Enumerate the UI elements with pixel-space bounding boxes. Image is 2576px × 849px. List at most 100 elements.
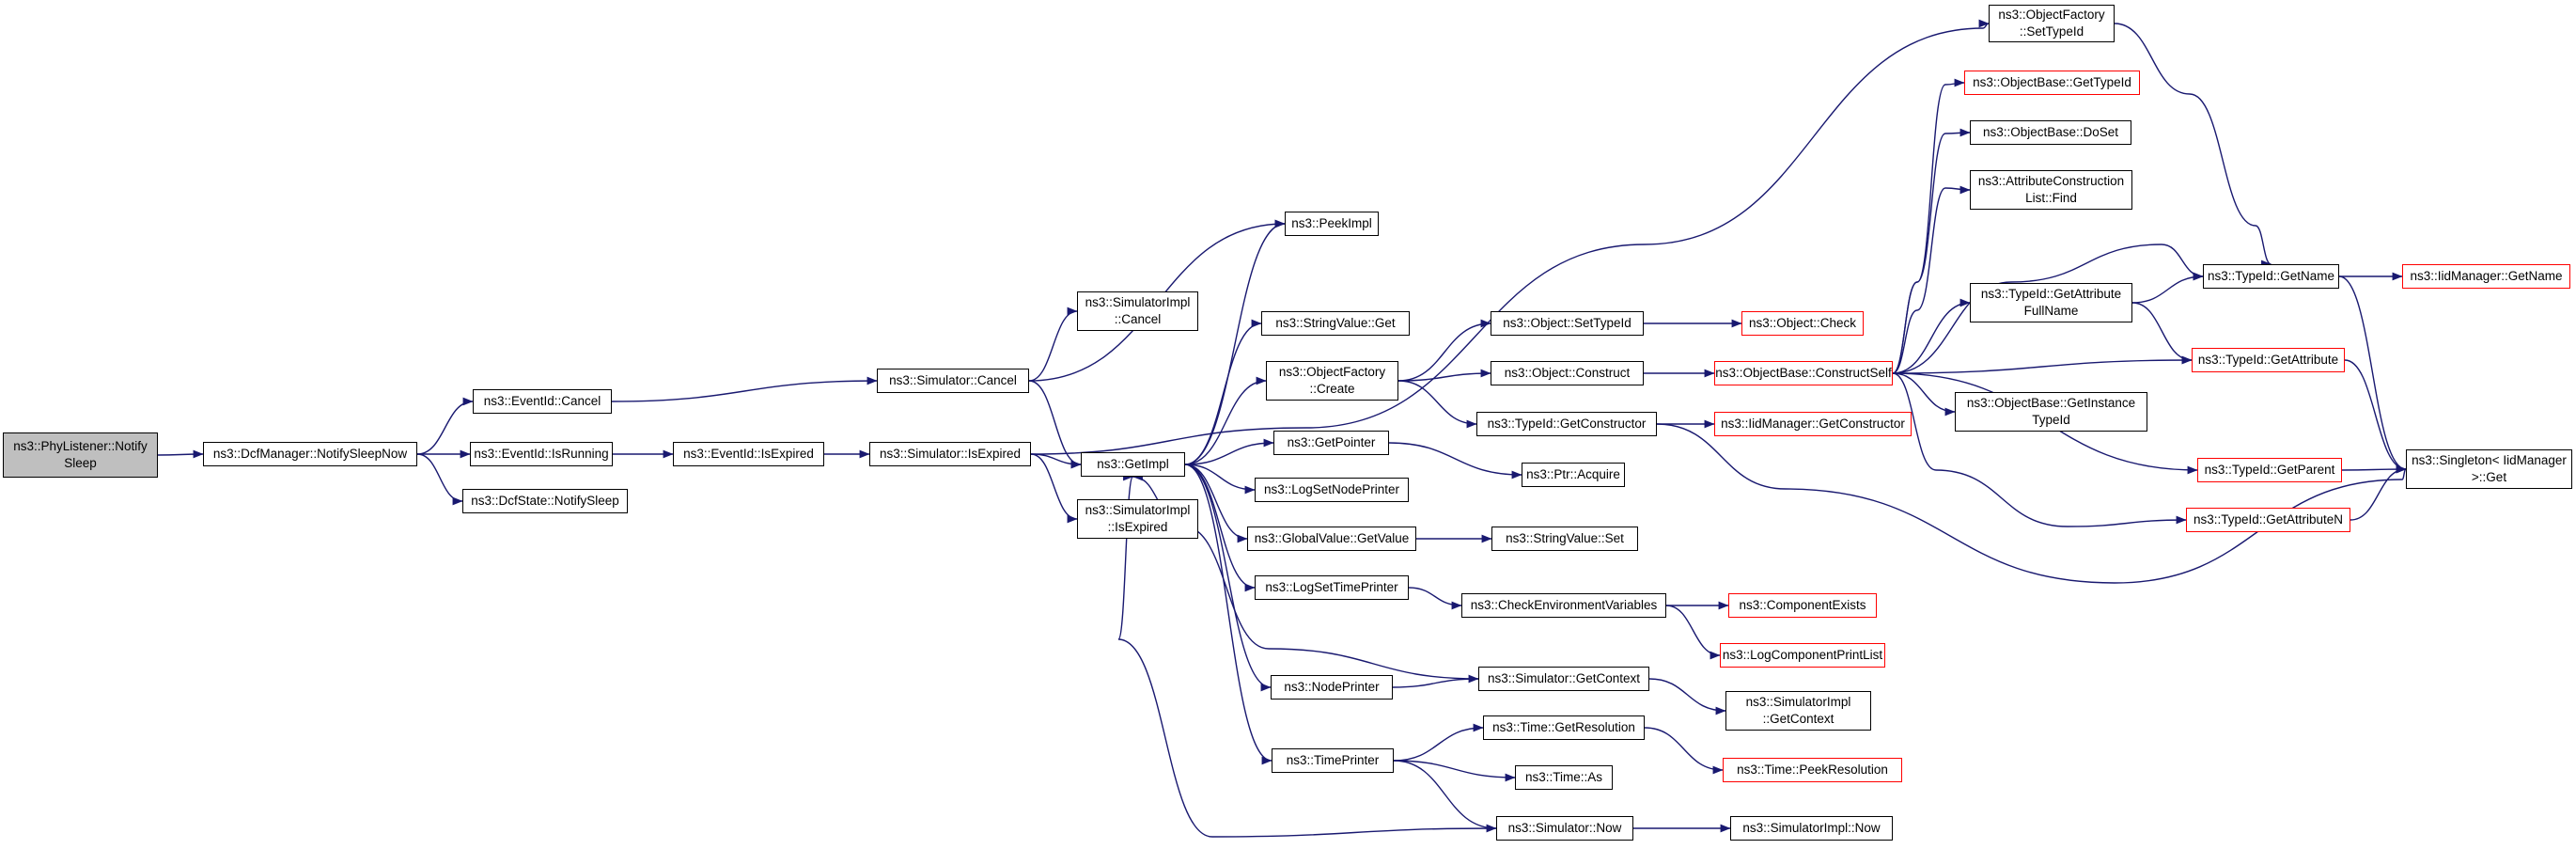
graph-node-n47[interactable]: ns3::TypeId::GetAttributeN xyxy=(2186,508,2350,532)
graph-node-n22[interactable]: ns3::TypeId::GetConstructor xyxy=(1476,412,1657,436)
graph-node-label-line: ns3::PhyListener::Notify xyxy=(13,439,148,454)
graph-edge-n1-n4 xyxy=(416,453,463,506)
graph-node-label-line: ns3::GetPointer xyxy=(1287,435,1376,450)
graph-node-label: ns3::Object::SetTypeId xyxy=(1503,315,1631,332)
graph-node-label-line: ns3::IidManager::GetConstructor xyxy=(1721,417,1905,432)
graph-node-label-line: ns3::DcfState::NotifySleep xyxy=(471,494,619,509)
graph-node-n30[interactable]: ns3::Object::Check xyxy=(1741,311,1864,336)
graph-node-n14[interactable]: ns3::GetPointer xyxy=(1273,431,1389,455)
graph-node-n29[interactable]: ns3::Simulator::Now xyxy=(1496,816,1633,841)
graph-edge-n42-n45 xyxy=(2131,302,2193,365)
graph-node-label-line: Sleep xyxy=(64,456,97,470)
graph-node-n16[interactable]: ns3::GlobalValue::GetValue xyxy=(1247,527,1416,551)
graph-node-n12[interactable]: ns3::StringValue::Get xyxy=(1261,311,1410,336)
graph-node-n5[interactable]: ns3::EventId::IsExpired xyxy=(673,442,824,466)
graph-edge-n46-n49 xyxy=(2341,464,2407,474)
graph-node-n15[interactable]: ns3::LogSetNodePrinter xyxy=(1255,478,1409,502)
graph-node-label-line: ns3::Simulator::Cancel xyxy=(889,373,1017,388)
graph-node-n26[interactable]: ns3::Simulator::GetContext xyxy=(1478,667,1649,691)
graph-node-n21[interactable]: ns3::Object::Construct xyxy=(1491,361,1644,385)
graph-node-label-line: ns3::NodePrinter xyxy=(1284,680,1380,695)
graph-edge-n31-n40 xyxy=(1892,128,1971,374)
graph-node-label: ns3::Simulator::IsExpired xyxy=(880,446,1021,463)
graph-edge-n6-n8 xyxy=(1028,307,1078,382)
graph-node-n33[interactable]: ns3::ComponentExists xyxy=(1728,593,1877,618)
graph-node-n44[interactable]: ns3::TypeId::GetName xyxy=(2203,264,2339,289)
graph-edge-n10-n13 xyxy=(1184,376,1267,465)
graph-node-n13[interactable]: ns3::ObjectFactory::Create xyxy=(1266,361,1398,401)
graph-edge-n10-n19 xyxy=(1184,464,1272,765)
graph-node-label-line: ::SetTypeId xyxy=(2019,24,2084,39)
graph-node-n23[interactable]: ns3::Ptr::Acquire xyxy=(1522,463,1625,487)
graph-node-label: ns3::Object::Check xyxy=(1749,315,1856,332)
graph-node-n35[interactable]: ns3::SimulatorImpl::GetContext xyxy=(1725,691,1871,731)
graph-node-n24[interactable]: ns3::StringValue::Set xyxy=(1491,527,1638,551)
graph-edge-n13-n20 xyxy=(1397,319,1491,382)
graph-node-n40[interactable]: ns3::ObjectBase::DoSet xyxy=(1970,120,2131,145)
graph-edge-n38-n44 xyxy=(2114,23,2272,269)
graph-node-label: ns3::SimulatorImpl::Cancel xyxy=(1085,294,1191,327)
graph-node-n32[interactable]: ns3::IidManager::GetConstructor xyxy=(1714,412,1912,436)
graph-node-n17[interactable]: ns3::LogSetTimePrinter xyxy=(1255,575,1409,600)
graph-node-label: ns3::TypeId::GetName xyxy=(2208,268,2334,285)
graph-node-label: ns3::LogSetNodePrinter xyxy=(1264,481,1399,498)
graph-edge-n22-n49 xyxy=(1656,423,2407,584)
graph-node-label-line: ns3::EventId::IsRunning xyxy=(474,447,609,462)
graph-node-label: ns3::SimulatorImpl::IsExpired xyxy=(1085,502,1191,535)
graph-node-label: ns3::LogSetTimePrinter xyxy=(1265,579,1397,596)
graph-node-label-line: ::Create xyxy=(1309,382,1355,396)
graph-node-label: ns3::ObjectBase::ConstructSelf xyxy=(1715,365,1892,382)
graph-node-n19[interactable]: ns3::TimePrinter xyxy=(1272,748,1394,773)
graph-node-n10[interactable]: ns3::GetImpl xyxy=(1081,452,1185,477)
graph-node-label: ns3::LogComponentPrintList xyxy=(1723,647,1882,664)
graph-node-n34[interactable]: ns3::LogComponentPrintList xyxy=(1720,643,1885,668)
graph-node-n31[interactable]: ns3::ObjectBase::ConstructSelf xyxy=(1714,361,1893,385)
graph-node-n36[interactable]: ns3::Time::PeekResolution xyxy=(1723,758,1902,782)
graph-edge-n14-n23 xyxy=(1388,442,1522,480)
graph-node-n38[interactable]: ns3::ObjectFactory::SetTypeId xyxy=(1989,5,2115,42)
graph-node-label-line: ns3::EventId::Cancel xyxy=(483,394,601,409)
graph-node-n1[interactable]: ns3::DcfManager::NotifySleepNow xyxy=(203,442,417,466)
graph-node-n6[interactable]: ns3::Simulator::Cancel xyxy=(877,369,1029,393)
graph-edge-n17-n25 xyxy=(1408,587,1462,610)
graph-node-label: ns3::TypeId::GetAttributeN xyxy=(2194,511,2343,528)
graph-node-n27[interactable]: ns3::Time::GetResolution xyxy=(1483,715,1645,740)
graph-node-label-line: ns3::Time::PeekResolution xyxy=(1737,763,1888,778)
graph-node-n7[interactable]: ns3::Simulator::IsExpired xyxy=(869,442,1031,466)
graph-node-n25[interactable]: ns3::CheckEnvironmentVariables xyxy=(1461,593,1666,618)
graph-node-label: ns3::EventId::IsExpired xyxy=(683,446,814,463)
graph-edge-n31-n39 xyxy=(1892,78,1965,374)
graph-node-label: ns3::ObjectBase::DoSet xyxy=(1983,124,2118,141)
graph-node-n37[interactable]: ns3::SimulatorImpl::Now xyxy=(1730,816,1893,841)
graph-node-n45[interactable]: ns3::TypeId::GetAttribute xyxy=(2192,348,2345,372)
graph-node-n11[interactable]: ns3::PeekImpl xyxy=(1285,212,1379,236)
graph-node-n18[interactable]: ns3::NodePrinter xyxy=(1271,675,1393,700)
graph-edge-n10-n15 xyxy=(1184,464,1256,495)
graph-node-label: ns3::TypeId::GetAttribute xyxy=(2198,352,2338,369)
graph-node-n39[interactable]: ns3::ObjectBase::GetTypeId xyxy=(1964,71,2140,95)
graph-node-n9[interactable]: ns3::SimulatorImpl::IsExpired xyxy=(1077,499,1198,539)
graph-node-label: ns3::Time::As xyxy=(1525,769,1602,786)
graph-node-n4[interactable]: ns3::DcfState::NotifySleep xyxy=(462,489,628,513)
graph-node-n28[interactable]: ns3::Time::As xyxy=(1515,765,1613,790)
graph-node-label-line: ns3::GlobalValue::GetValue xyxy=(1254,531,1410,546)
graph-node-n49[interactable]: ns3::Singleton< IidManager>::Get xyxy=(2406,449,2572,489)
graph-node-n8[interactable]: ns3::SimulatorImpl::Cancel xyxy=(1077,291,1198,331)
graph-node-n48[interactable]: ns3::IidManager::GetName xyxy=(2402,264,2570,289)
graph-node-label-line: ns3::ObjectFactory xyxy=(1998,8,2105,23)
graph-node-n20[interactable]: ns3::Object::SetTypeId xyxy=(1491,311,1644,336)
graph-node-label: ns3::Ptr::Acquire xyxy=(1526,466,1620,483)
graph-node-n3[interactable]: ns3::EventId::IsRunning xyxy=(470,442,613,466)
graph-node-n46[interactable]: ns3::TypeId::GetParent xyxy=(2197,458,2342,482)
graph-node-label-line: ns3::DcfManager::NotifySleepNow xyxy=(212,447,408,462)
graph-node-label-line: ns3::ComponentExists xyxy=(1739,598,1866,613)
graph-node-n2[interactable]: ns3::EventId::Cancel xyxy=(473,389,612,414)
graph-edge-n25-n34 xyxy=(1665,605,1721,660)
